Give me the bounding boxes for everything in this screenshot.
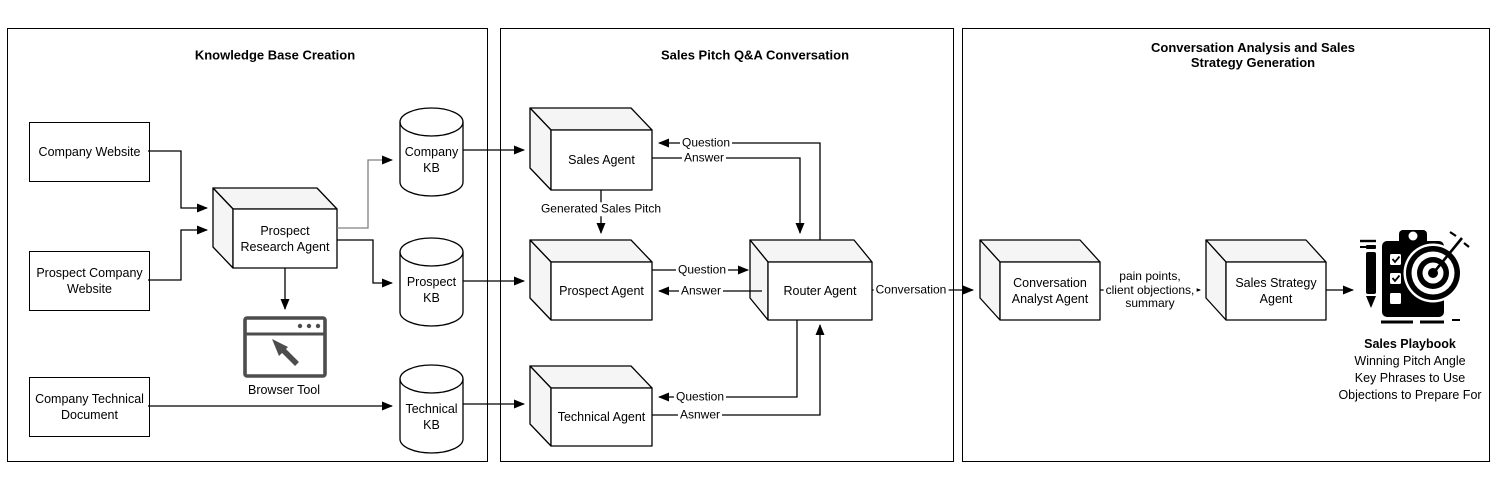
- cube-conversation-analyst-agent: [979, 239, 1101, 321]
- edge-label-analysis-output: pain points, client objections, summary: [1103, 268, 1197, 311]
- edge-label-prospect-answer: Answer: [678, 283, 724, 298]
- edge-label-generated-sales-pitch: Generated Sales Pitch: [538, 201, 664, 216]
- pen-icon: [1366, 245, 1376, 308]
- node-label-company-kb: Company KB: [404, 145, 459, 175]
- node-label-browser-tool: Browser Tool: [247, 383, 321, 397]
- cube-technical-agent: [529, 365, 653, 447]
- edge-research-agent-to-company-kb: [337, 155, 393, 229]
- edge-research-agent-to-prospect-kb: [337, 239, 393, 288]
- node-company-website: Company Website: [29, 122, 150, 182]
- cube-sales-strategy-agent: [1205, 239, 1327, 321]
- node-label-sales-agent: Sales Agent: [568, 153, 635, 167]
- edge-label-sales-question: Question: [679, 135, 733, 150]
- edge-prospect-website-to-research-agent: [148, 225, 208, 281]
- node-company-technical-document: Company Technical Document: [29, 377, 150, 437]
- panel-title-sales-pitch-qa: Sales Pitch Q&A Conversation: [660, 47, 850, 63]
- node-label-prospect-research-agent: Prospect Research Agent: [240, 223, 330, 254]
- sales-playbook-title: Sales Playbook: [1364, 337, 1456, 351]
- node-label-prospect-kb: Prospect KB: [406, 275, 457, 305]
- target-icon: [1403, 231, 1470, 303]
- panel-conversation-analysis: [962, 28, 1490, 462]
- node-prospect-company-website: Prospect Company Website: [29, 251, 150, 311]
- node-label-router-agent: Router Agent: [783, 284, 857, 298]
- sales-playbook-lines: Winning Pitch Angle Key Phrases to Use O…: [1338, 354, 1482, 402]
- edge-sales-agent-answer-to-router: [652, 157, 805, 234]
- node-label-technical-kb: Technical KB: [405, 402, 458, 432]
- node-label-conversation-analyst-agent: Conversation Analyst Agent: [1011, 276, 1089, 306]
- cursor-arrow-icon: [272, 339, 299, 366]
- node-label-technical-agent: Technical Agent: [557, 410, 646, 424]
- node-label-sales-strategy-agent: Sales Strategy Agent: [1235, 276, 1317, 306]
- cube-router-agent: [749, 239, 873, 321]
- cube-prospect-agent: [529, 239, 653, 321]
- browser-tool-icon: [243, 316, 327, 378]
- sales-playbook-icon: [1360, 230, 1470, 324]
- cylinder-prospect-kb: [399, 237, 464, 327]
- node-label-prospect-agent: Prospect Agent: [559, 284, 644, 298]
- edge-router-question-to-technical-agent: [658, 320, 798, 402]
- panel-title-knowledge-base-creation: Knowledge Base Creation: [194, 47, 356, 63]
- panel-knowledge-base-creation: [7, 28, 488, 462]
- cylinder-technical-kb: [399, 364, 464, 454]
- edge-label-technical-question: Question: [673, 389, 727, 404]
- panel-sales-pitch-qa-conversation: [500, 28, 954, 462]
- cube-prospect-research-agent: [212, 187, 338, 269]
- panel-title-conversation-analysis: Conversation Analysis and Sales Strategy…: [1151, 40, 1355, 70]
- edge-label-conversation: Conversation: [873, 282, 949, 297]
- edge-label-prospect-question: Question: [675, 262, 729, 277]
- edge-label-technical-answer: Asnwer: [677, 407, 723, 422]
- cube-sales-agent: [529, 107, 653, 191]
- edge-label-sales-answer: Answer: [681, 150, 727, 165]
- sales-playbook-caption: Sales Playbook Winning Pitch Angle Key P…: [1325, 336, 1491, 404]
- cylinder-company-kb: [399, 107, 464, 197]
- edge-company-website-to-research-agent: [148, 150, 208, 213]
